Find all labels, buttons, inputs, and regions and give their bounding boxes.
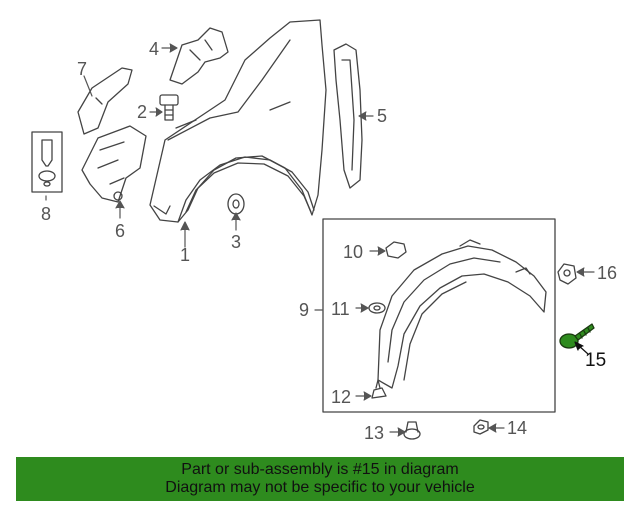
fender-part <box>149 19 327 223</box>
callout-15: 15 <box>585 350 607 371</box>
leader-lines <box>45 43 595 437</box>
bracket-part-6 <box>81 125 147 203</box>
nut-part-14 <box>473 419 489 435</box>
callout-2: 2 <box>137 102 148 122</box>
banner-line-2: Diagram may not be specific to your vehi… <box>165 479 475 496</box>
screw-part-15 <box>559 323 595 349</box>
callout-4: 4 <box>149 39 160 59</box>
bracket-part-4 <box>169 27 229 85</box>
callout-14: 14 <box>507 418 528 438</box>
clip-part-12 <box>371 379 387 399</box>
callout-5: 5 <box>377 106 388 126</box>
nut-part-3 <box>227 193 245 215</box>
splash-shield-part-9 <box>377 239 547 389</box>
callout-8: 8 <box>41 204 52 224</box>
subassembly-box <box>322 218 556 413</box>
callout-12: 12 <box>331 387 352 407</box>
clip-part-8 <box>31 131 63 193</box>
callout-6: 6 <box>115 221 126 241</box>
callout-16: 16 <box>597 263 618 283</box>
callout-1: 1 <box>180 245 191 265</box>
clip-part-10 <box>385 241 407 259</box>
callout-10: 10 <box>343 242 364 262</box>
banner-line-1: Part or sub-assembly is #15 in diagram <box>181 461 459 478</box>
clip-part-13 <box>403 421 421 440</box>
info-banner: Part or sub-assembly is #15 in diagram D… <box>16 457 624 501</box>
panel-part-7 <box>77 67 133 135</box>
washer-part-11 <box>368 302 386 314</box>
callout-7: 7 <box>77 59 88 79</box>
callout-9: 9 <box>299 300 310 320</box>
nut-part-16 <box>557 263 577 285</box>
bolt-part-2 <box>159 94 179 121</box>
callout-13: 13 <box>364 423 385 443</box>
callout-3: 3 <box>231 232 242 252</box>
seal-part-5 <box>333 43 363 189</box>
callout-11: 11 <box>331 299 350 319</box>
